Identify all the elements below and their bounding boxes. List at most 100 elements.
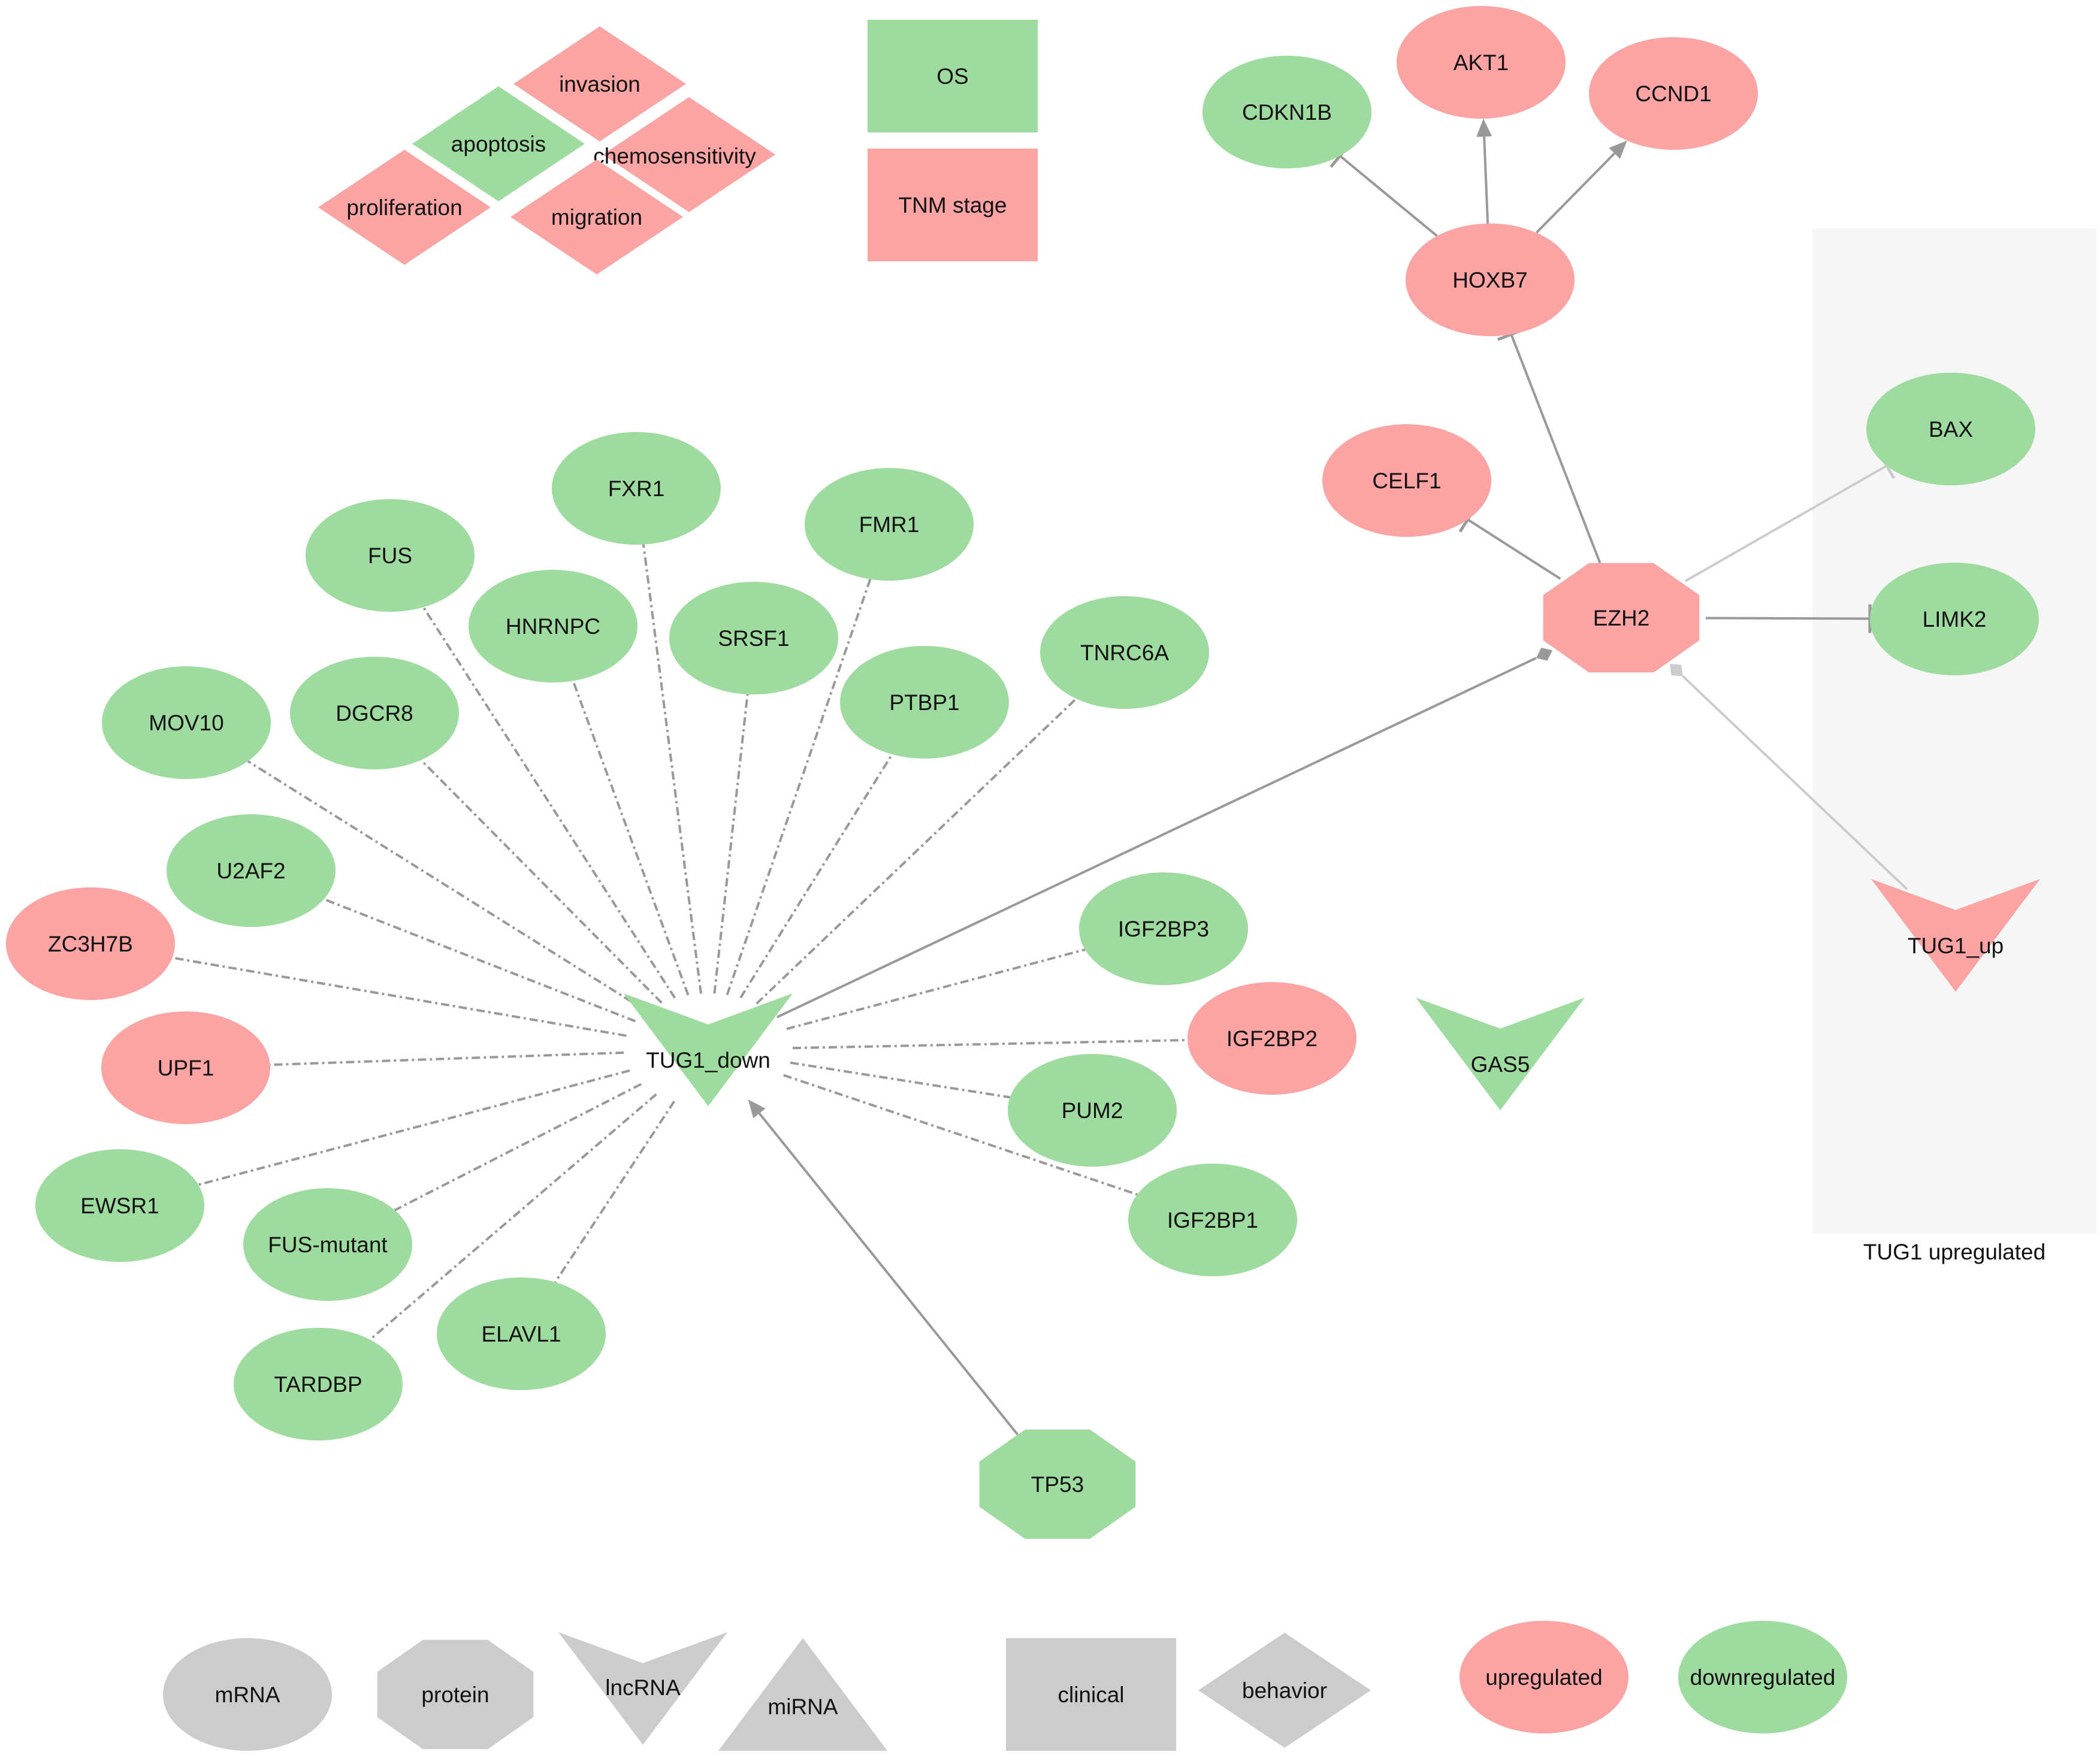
edge-tug1_down-ezh2-line (776, 657, 1537, 1019)
node-igf2bp1[interactable]: IGF2BP1 (1128, 1164, 1297, 1276)
node-gas5-shape (1416, 998, 1585, 1110)
node-celf1[interactable]: CELF1 (1322, 424, 1491, 537)
edge-tug1_down-igf2bp1 (783, 1074, 1138, 1196)
node-fxr1[interactable]: FXR1 (552, 432, 721, 545)
edge-ezh2-celf1 (1458, 506, 1561, 580)
node-apoptosis-label: apoptosis (451, 132, 546, 156)
node-celf1-shape (1322, 424, 1491, 537)
node-chemosensitivity[interactable]: chemosensitivity (593, 97, 775, 212)
node-lg-behavior-shape (1198, 1633, 1371, 1748)
node-fus-label: FUS (368, 543, 412, 568)
node-igf2bp3-shape (1079, 872, 1248, 985)
node-fmr1[interactable]: FMR1 (805, 468, 974, 581)
node-mov10-label: MOV10 (149, 711, 223, 735)
node-tug1_down[interactable]: TUG1_down (624, 993, 793, 1106)
node-invasion[interactable]: invasion (513, 26, 686, 141)
edge-tp53-tug1_down-line (758, 1112, 1019, 1436)
node-mov10[interactable]: MOV10 (102, 666, 271, 779)
node-invasion-label: invasion (559, 72, 640, 96)
node-hoxb7[interactable]: HOXB7 (1406, 223, 1575, 336)
legend-mrna: mRNA (163, 1638, 332, 1751)
node-fus-shape (306, 499, 475, 612)
node-ptbp1-label: PTBP1 (889, 690, 959, 715)
node-hnrnpc-label: HNRNPC (506, 614, 600, 639)
edge-tug1_down-fus-line (422, 606, 676, 999)
edge-tug1_down-ezh2-diamondhead (1536, 647, 1553, 661)
edge-tug1_down-dgcr8 (420, 759, 663, 1004)
edge-tug1_down-upf1 (270, 1051, 624, 1067)
node-igf2bp2-shape (1188, 982, 1356, 1095)
node-ezh2[interactable]: EZH2 (1543, 563, 1700, 673)
node-srsf1[interactable]: SRSF1 (669, 582, 838, 694)
node-upf1[interactable]: UPF1 (101, 1011, 270, 1124)
edge-tug1_down-igf2bp2-line (792, 1038, 1188, 1050)
edge-tug1_down-ptbp1-line (739, 753, 893, 999)
node-ewsr1-label: EWSR1 (80, 1194, 159, 1218)
node-bax[interactable]: BAX (1866, 373, 2035, 485)
node-zc3h7b[interactable]: ZC3H7B (6, 887, 175, 1000)
node-hnrnpc[interactable]: HNRNPC (469, 570, 637, 682)
node-chemosensitivity-shape (603, 97, 775, 212)
edge-tug1_down-tnrc6a (756, 697, 1077, 1005)
node-akt1[interactable]: AKT1 (1397, 6, 1566, 119)
node-dgcr8[interactable]: DGCR8 (290, 657, 459, 769)
node-fus[interactable]: FUS (306, 499, 475, 612)
node-akt1-shape (1397, 6, 1566, 119)
node-gas5[interactable]: GAS5 (1416, 998, 1585, 1110)
edge-hoxb7-cdkn1b (1330, 144, 1438, 237)
node-limk2-label: LIMK2 (1923, 607, 1987, 632)
node-tnm-shape (868, 149, 1038, 261)
node-lg-protein-shape (377, 1639, 534, 1750)
tug1-upregulated-group-label: TUG1 upregulated (1863, 1240, 2045, 1264)
node-chemosensitivity-label: chemosensitivity (593, 144, 756, 168)
node-zc3h7b-shape (6, 887, 175, 1000)
node-tug1_up[interactable]: TUG1_up (1871, 879, 2040, 992)
node-u2af2[interactable]: U2AF2 (167, 814, 336, 927)
node-apoptosis[interactable]: apoptosis (412, 86, 585, 201)
node-tp53[interactable]: TP53 (979, 1429, 1136, 1539)
node-os[interactable]: OS (868, 20, 1038, 132)
edge-tug1_down-igf2bp2 (792, 1038, 1188, 1050)
node-lg-downregulated-shape (1678, 1621, 1847, 1733)
node-hnrnpc-shape (469, 570, 637, 682)
node-proliferation[interactable]: proliferation (318, 150, 491, 265)
edge-ezh2-limk2 (1705, 604, 1872, 633)
node-ccnd1[interactable]: CCND1 (1589, 37, 1758, 150)
edge-tug1_down-ewsr1-line (198, 1069, 630, 1186)
node-migration[interactable]: migration (510, 159, 683, 274)
node-elavl1[interactable]: ELAVL1 (437, 1277, 606, 1390)
edge-tug1_down-dgcr8-line (420, 759, 663, 1004)
node-cdkn1b-label: CDKN1B (1242, 100, 1332, 125)
node-fxr1-shape (552, 432, 721, 545)
edge-tug1_down-fus_mutant-line (394, 1083, 642, 1212)
node-lg-mirna-shape (718, 1638, 887, 1751)
edge-ezh2-bax-line (1684, 464, 1888, 582)
edge-tug1_down-ezh2 (776, 647, 1553, 1019)
node-fus_mutant[interactable]: FUS-mutant (243, 1188, 412, 1301)
node-akt1-label: AKT1 (1454, 50, 1509, 75)
edge-tug1_down-pum2 (790, 1061, 1011, 1099)
node-lg-downregulated-label: downregulated (1690, 1665, 1836, 1690)
edge-tug1_down-fus_mutant (394, 1083, 642, 1212)
node-igf2bp3[interactable]: IGF2BP3 (1079, 872, 1248, 985)
node-igf2bp2[interactable]: IGF2BP2 (1188, 982, 1356, 1095)
node-ewsr1[interactable]: EWSR1 (35, 1149, 204, 1262)
edge-tug1_down-fxr1-line (642, 544, 702, 994)
edge-tug1_up-ezh2-line (1682, 675, 1908, 890)
node-tnm[interactable]: TNM stage (868, 149, 1038, 261)
node-dgcr8-shape (290, 657, 459, 769)
node-cdkn1b[interactable]: CDKN1B (1202, 56, 1371, 168)
node-fmr1-shape (805, 468, 974, 581)
node-srsf1-label: SRSF1 (718, 626, 789, 651)
node-ptbp1[interactable]: PTBP1 (840, 646, 1009, 759)
node-ezh2-shape (1543, 563, 1700, 673)
edge-tug1_down-elavl1-line (554, 1100, 676, 1283)
node-limk2[interactable]: LIMK2 (1870, 563, 2039, 675)
edge-tug1_down-mov10-line (247, 760, 648, 1013)
node-pum2[interactable]: PUM2 (1008, 1054, 1177, 1167)
node-tardbp[interactable]: TARDBP (234, 1328, 403, 1440)
node-mov10-shape (102, 666, 271, 779)
node-tnrc6a[interactable]: TNRC6A (1040, 596, 1209, 709)
edge-hoxb7-ccnd1 (1535, 140, 1627, 234)
